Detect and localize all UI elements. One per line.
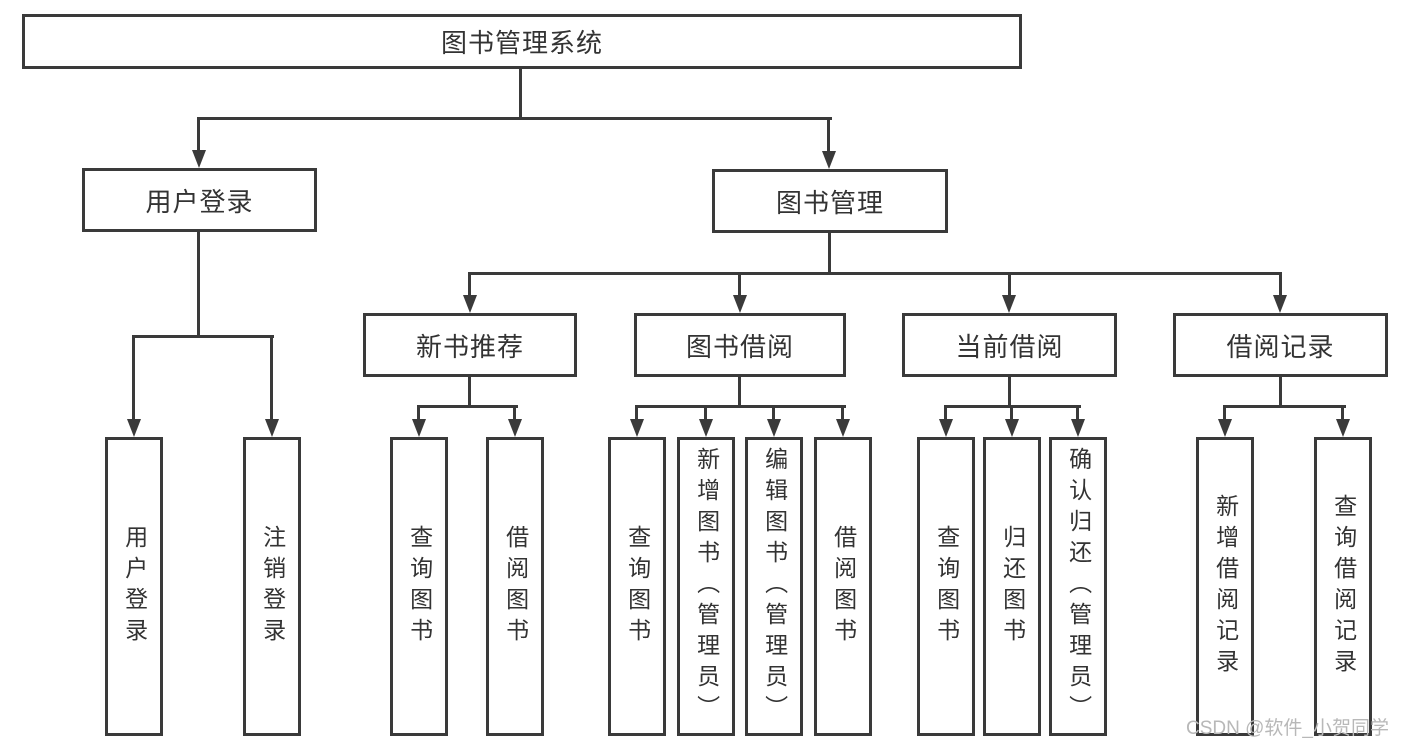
leaf-query-books-recommend: 查询图书 [390,437,448,736]
connector-line [738,272,741,297]
connector-line [197,117,200,152]
arrow-down [192,150,206,168]
leaf-label: 借阅图书 [830,524,857,649]
connector-line [468,377,471,407]
leaf-label: 用户登录 [121,524,148,649]
connector-line [828,233,831,275]
node-book-management: 图书管理 [712,169,948,233]
connector-line [1341,405,1344,421]
arrow-down [1071,419,1085,437]
arrow-down [265,419,279,437]
connector-line [197,117,832,120]
arrow-down [733,295,747,313]
connector-line [704,405,707,421]
connector-line [417,405,420,421]
leaf-label: 新增图书（管理员） [693,447,720,726]
node-borrowing-records: 借阅记录 [1173,313,1388,377]
connector-line [635,405,846,408]
connector-line [1076,405,1079,421]
node-current-borrowing: 当前借阅 [902,313,1117,377]
arrow-down [127,419,141,437]
leaf-label: 查询借阅记录 [1330,493,1357,680]
arrow-down [767,419,781,437]
connector-line [1279,272,1282,297]
leaf-edit-books-admin: 编辑图书（管理员） [745,437,803,736]
leaf-label: 查询图书 [624,524,651,649]
connector-line [1008,272,1011,297]
leaf-label: 查询图书 [406,524,433,649]
arrow-down [630,419,644,437]
connector-line [772,405,775,421]
arrow-down [822,151,836,169]
leaf-query-borrow-record: 查询借阅记录 [1314,437,1372,736]
leaf-query-books-borrowing: 查询图书 [608,437,666,736]
arrow-down [508,419,522,437]
leaf-label: 新增借阅记录 [1212,493,1239,680]
leaf-logout: 注销登录 [243,437,301,736]
connector-line [417,405,518,408]
arrow-down [1273,295,1287,313]
leaf-borrow-books: 借阅图书 [814,437,872,736]
csdn-watermark: CSDN @软件_小贺同学 [1186,718,1389,739]
connector-line [1010,405,1013,421]
connector-line [944,405,947,421]
leaf-label: 确认归还（管理员） [1065,447,1092,726]
leaf-label: 借阅图书 [502,524,529,649]
connector-line [1279,377,1282,407]
connector-line [1008,377,1011,407]
leaf-add-books-admin: 新增图书（管理员） [677,437,735,736]
leaf-user-login: 用户登录 [105,437,163,736]
arrow-down [463,295,477,313]
connector-line [841,405,844,421]
arrow-down [699,419,713,437]
leaf-borrow-books-recommend: 借阅图书 [486,437,544,736]
connector-line [132,335,135,421]
leaf-return-books: 归还图书 [983,437,1041,736]
leaf-label: 注销登录 [259,524,286,649]
connector-line [635,405,638,421]
arrow-down [836,419,850,437]
node-library-management-system: 图书管理系统 [22,14,1022,69]
leaf-label: 编辑图书（管理员） [761,447,788,726]
connector-line [513,405,516,421]
connector-line [1223,405,1226,421]
arrow-down [1002,295,1016,313]
connector-line [270,335,273,421]
connector-line [1223,405,1346,408]
connector-line [827,117,830,153]
connector-line [468,272,471,297]
connector-line [738,377,741,407]
arrow-down [939,419,953,437]
connector-line [519,67,522,117]
leaf-label: 查询图书 [933,524,960,649]
leaf-confirm-return-admin: 确认归还（管理员） [1049,437,1107,736]
arrow-down [1336,419,1350,437]
node-new-book-recommendation: 新书推荐 [363,313,577,377]
leaf-add-borrow-record: 新增借阅记录 [1196,437,1254,736]
node-user-login: 用户登录 [82,168,317,232]
connector-line [468,272,1282,275]
arrow-down [412,419,426,437]
leaf-query-books-current: 查询图书 [917,437,975,736]
node-book-borrowing: 图书借阅 [634,313,846,377]
connector-line [197,232,200,338]
arrow-down [1005,419,1019,437]
leaf-label: 归还图书 [999,524,1026,649]
arrow-down [1218,419,1232,437]
connector-line [132,335,274,338]
